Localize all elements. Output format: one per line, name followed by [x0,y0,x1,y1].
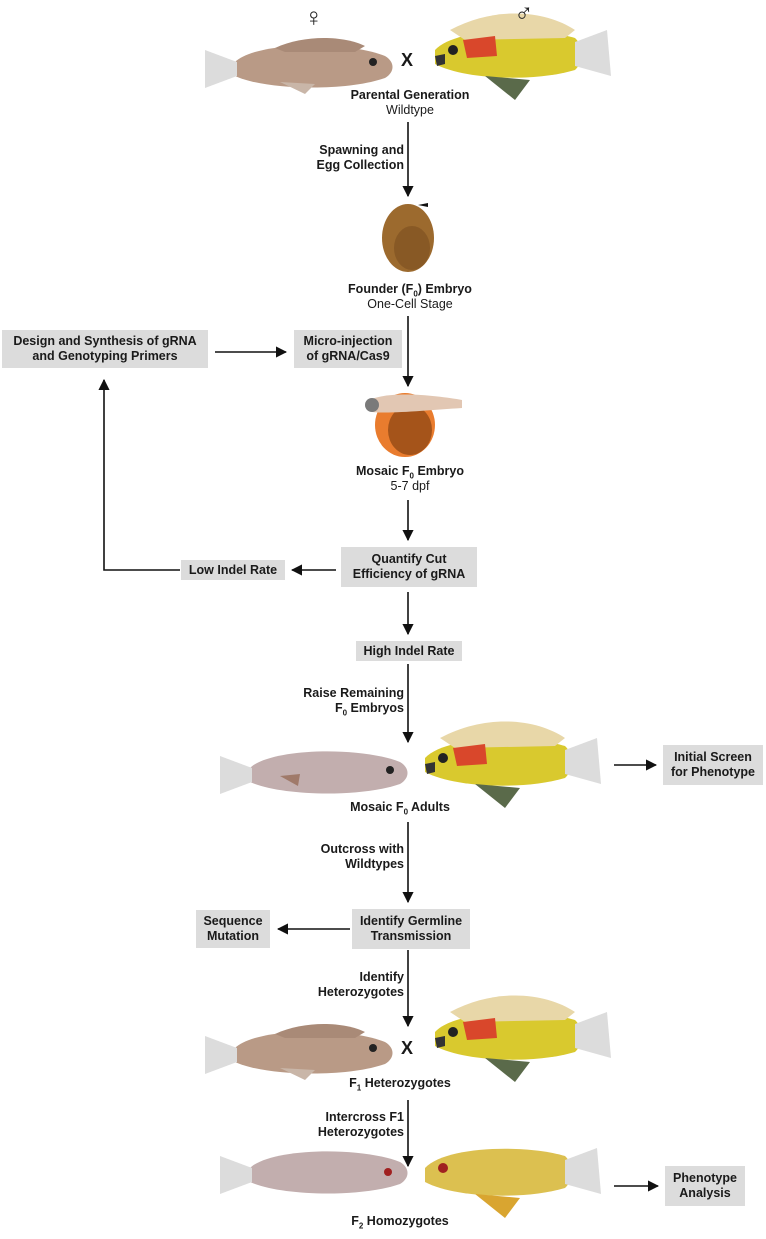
f1-male-fish-illustration [435,995,611,1082]
step-spawning-line2: Egg Collection [316,158,405,172]
f1-label: F1 Heterozygotes [349,1076,451,1093]
founder-subtitle: One-Cell Stage [367,297,453,311]
step-identify-line2: Heterozygotes [317,985,404,999]
low-indel-rate-box: Low Indel Rate [181,560,285,580]
step-identify-line1: Identify [359,970,404,984]
f2-label: F2 Homozygotes [351,1214,449,1231]
mosaic-embryo-subtitle: 5-7 dpf [390,479,430,493]
step-intercross-line2: Heterozygotes [317,1125,404,1139]
step-intercross-line1: Intercross F1 [325,1110,404,1124]
cross-symbol: X [401,50,414,70]
one-cell-egg-illustration [382,203,434,272]
mosaic-adults-label: Mosaic F0 Adults [350,800,450,817]
step-outcross-line2: Wildtypes [345,857,404,871]
high-indel-rate-box: High Indel Rate [356,641,462,661]
mosaic-male-fish-illustration [425,721,601,808]
parental-title: Parental Generation [350,88,470,102]
step-spawning-line1: Spawning and [319,143,404,157]
step-raise-line2: F0 Embryos [334,701,404,718]
female-wildtype-fish-illustration [205,38,393,94]
mosaic-embryo-title: Mosaic F0 Embryo [356,464,464,481]
step-raise-line1: Raise Remaining [303,686,404,700]
male-symbol: ♂ [514,0,534,28]
female-symbol: ♀ [304,2,324,32]
founder-title: Founder (F0) Embryo [348,282,472,299]
f1-female-fish-illustration [205,1024,393,1080]
cross-symbol-f1: X [401,1038,414,1058]
step-outcross-line1: Outcross with [320,842,404,856]
mosaic-female-fish-illustration [220,751,408,794]
feedback-loop-arrow [98,378,180,571]
parental-subtitle: Wildtype [386,103,434,117]
larva-embryo-illustration [365,393,462,457]
f2-male-fish-illustration [425,1148,601,1218]
flow-arrows [215,122,660,1192]
f2-female-fish-illustration [220,1151,408,1194]
